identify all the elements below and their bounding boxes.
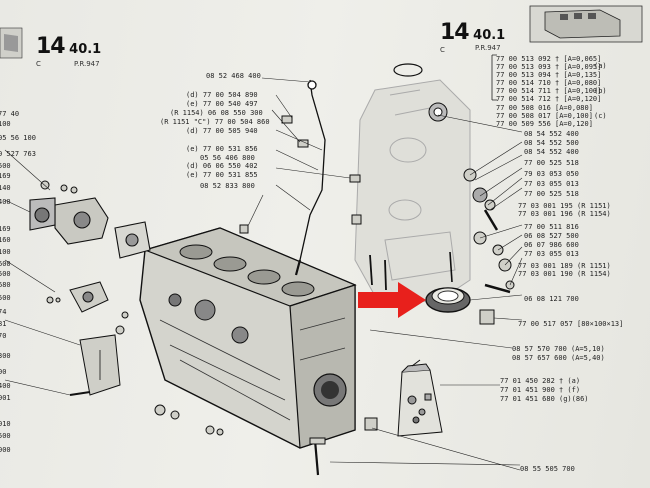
engine-thumbnail-icon — [529, 5, 643, 43]
right-ref-letter: C — [440, 46, 445, 54]
callout-left-4: (R 1151 "C") 77 00 504 860 — [160, 118, 270, 126]
right-section-number: 14 40.1 — [440, 20, 506, 45]
callout-right-26: 08 57 570 700 (A=5,10) — [512, 345, 605, 353]
callout-right-16: 77 03 001 195 (R 1151) — [518, 202, 611, 210]
edge-num-6: 140 — [0, 184, 11, 192]
callout-right-13: 79 03 053 050 — [524, 170, 579, 178]
callout-right-23: 77 03 001 190 (R 1154) — [518, 270, 611, 278]
callout-left-5: (d) 77 00 505 940 — [186, 127, 258, 135]
edge-num-5: 169 — [0, 172, 11, 180]
callout-right-29: 77 01 451 900 † (f) — [500, 386, 581, 394]
edge-num-4: 500 — [0, 162, 11, 170]
edge-num-16: 81 — [0, 320, 7, 328]
edge-num-8: 169 — [0, 225, 11, 233]
edge-num-17: 70 — [0, 332, 7, 340]
callout-left-2: (e) 77 00 540 497 — [186, 100, 258, 108]
callout-right-2: 77 00 513 094 † [A=0,135] — [496, 71, 602, 79]
callout-right-31: 08 55 505 700 — [520, 465, 575, 473]
left-pr-number: P.R.947 — [74, 60, 100, 68]
callout-right-14: 77 03 055 013 — [524, 180, 579, 188]
callout-right-28: 77 01 450 282 † (a) — [500, 377, 581, 385]
red-arrow-icon — [358, 282, 426, 318]
callout-right-4: 77 00 514 711 † [A=0,100] — [496, 87, 602, 95]
phantom-engine-block — [354, 79, 471, 306]
callout-left-3: (R 1154) 06 08 550 300 — [170, 109, 263, 117]
callout-left-1: (d) 77 00 504 890 — [186, 91, 258, 99]
edge-num-12: 500 — [0, 270, 11, 278]
callout-right-6: 77 00 508 016 [A=0,080] — [496, 104, 593, 112]
callout-right-1: 77 00 513 093 † [A=0,095] — [496, 63, 602, 71]
leader-lines — [4, 77, 523, 471]
left-section-number: 14 40.1 — [36, 34, 102, 59]
gasket-kit-bag — [397, 359, 443, 437]
edge-num-10: 100 — [0, 248, 11, 256]
edge-num-13: 680 — [0, 281, 11, 289]
callout-right-3: 77 00 514 710 † [A=0,080] — [496, 79, 602, 87]
edge-num-1: 100 — [0, 120, 11, 128]
callout-right-0: 77 00 513 092 † [A=0,065] — [496, 55, 602, 63]
callout-right-12: 77 00 525 518 — [524, 159, 579, 167]
callout-right-21: 77 03 055 013 — [524, 250, 579, 258]
callout-right-7: 77 00 508 017 [A=0,100] — [496, 112, 593, 120]
callout-right-18: 77 00 511 816 — [524, 223, 579, 231]
engine-block — [139, 227, 357, 449]
dipstick-tube — [294, 79, 326, 276]
right-pr-number: P.R.947 — [475, 44, 501, 52]
edge-num-7: 400 — [0, 198, 11, 206]
group-marker-a: (a) — [594, 62, 607, 70]
callout-left-6: (e) 77 00 531 856 — [186, 145, 258, 153]
callout-right-17: 77 03 001 196 (R 1154) — [518, 210, 611, 218]
callout-right-22: 77 03 001 189 (R 1151) — [518, 262, 611, 270]
edge-num-19: 00 — [0, 368, 7, 376]
callout-right-24: 06 08 121 700 — [524, 295, 579, 303]
edge-num-24: 000 — [0, 446, 11, 454]
edge-num-18: 300 — [0, 352, 11, 360]
small-parts — [40, 115, 453, 476]
callout-right-9: 08 54 552 400 — [524, 130, 579, 138]
edge-num-11: 600 — [0, 260, 11, 268]
left-thumbnail-icon — [0, 27, 23, 59]
crankshaft-seal — [425, 287, 471, 313]
edge-num-20: 400 — [0, 382, 11, 390]
group-marker-b: (b) — [594, 87, 607, 95]
left-ref-letter: C — [36, 60, 41, 68]
callout-right-10: 08 54 552 500 — [524, 139, 579, 147]
callout-right-15: 77 00 525 518 — [524, 190, 579, 198]
edge-num-15: 74 — [0, 308, 7, 316]
water-pump-housing — [29, 197, 151, 259]
edge-num-3: 0 527 763 — [0, 150, 36, 158]
callout-right-19: 06 08 527 500 — [524, 232, 579, 240]
edge-num-21: 001 — [0, 394, 11, 402]
callout-right-20: 06 07 986 600 — [524, 241, 579, 249]
edge-num-23: 500 — [0, 432, 11, 440]
callout-right-11: 08 54 552 400 — [524, 148, 579, 156]
callout-left-8: (d) 06 06 550 402 — [186, 162, 258, 170]
group-marker-c: (c) — [594, 112, 607, 120]
callout-left-9: (e) 77 00 531 855 — [186, 171, 258, 179]
o-ring — [393, 63, 423, 77]
callout-right-27: 08 57 657 600 (A=5,40) — [512, 354, 605, 362]
callout-left-7: 05 56 406 800 — [200, 154, 255, 162]
callout-left-10: 08 52 833 800 — [200, 182, 255, 190]
callout-right-25: 77 00 517 057 [80×100×13] — [518, 320, 624, 328]
edge-num-9: 160 — [0, 236, 11, 244]
edge-num-0: 77 40 — [0, 110, 20, 118]
edge-num-22: 010 — [0, 420, 11, 428]
edge-num-14: 500 — [0, 294, 11, 302]
callout-left-0: 08 52 468 400 — [206, 72, 261, 80]
callout-right-5: 77 00 514 712 † [A=0,120] — [496, 95, 602, 103]
edge-num-2: 05 56 100 — [0, 134, 36, 142]
callout-right-30: 77 01 451 680 (g)(86) — [500, 395, 589, 403]
callout-right-8: 77 00 509 556 [A=0,120] — [496, 120, 593, 128]
